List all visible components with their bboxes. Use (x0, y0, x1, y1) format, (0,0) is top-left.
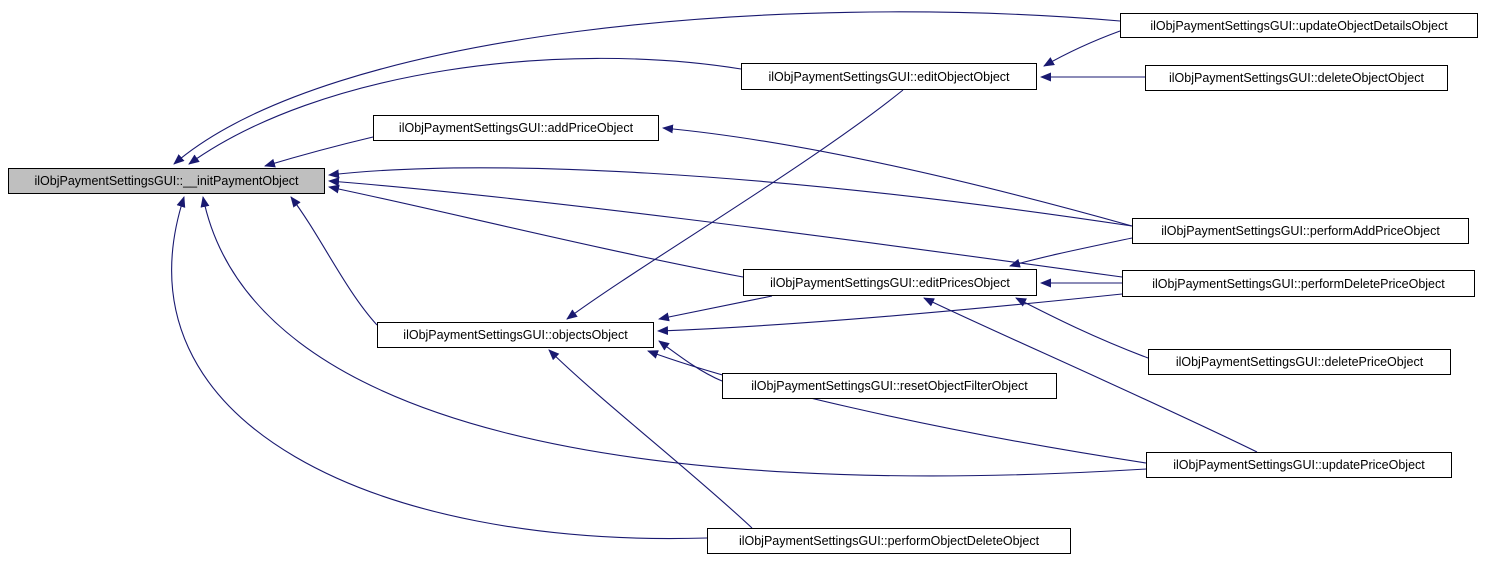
graph-node-performAddPriceObject[interactable]: ilObjPaymentSettingsGUI::performAddPrice… (1132, 218, 1469, 244)
call-edge-performDeletePriceObject-to-initPaymentObject (328, 177, 1123, 278)
call-edge-performAddPriceObject-to-editPricesObject (1009, 237, 1133, 268)
graph-node-initPaymentObject[interactable]: ilObjPaymentSettingsGUI::__initPaymentOb… (8, 168, 325, 194)
call-edge-updatePriceObject-to-editPricesObject (923, 297, 1258, 453)
call-edge-updateObjectDetailsObject-to-editObjectObject (1043, 30, 1121, 67)
graph-node-updatePriceObject[interactable]: ilObjPaymentSettingsGUI::updatePriceObje… (1146, 452, 1452, 478)
graph-node-resetObjectFilterObject[interactable]: ilObjPaymentSettingsGUI::resetObjectFilt… (722, 373, 1057, 399)
call-edge-resetObjectFilterObject-to-objectsObject (658, 340, 723, 382)
call-edge-performAddPriceObject-to-addPriceObject (662, 124, 1133, 227)
graph-node-deleteObjectObject[interactable]: ilObjPaymentSettingsGUI::deleteObjectObj… (1145, 65, 1448, 91)
call-edge-updatePriceObject-to-initPaymentObject (200, 196, 1147, 477)
graph-node-performObjectDeleteObject[interactable]: ilObjPaymentSettingsGUI::performObjectDe… (707, 528, 1071, 554)
call-edge-deletePriceObject-to-editPricesObject (1015, 297, 1149, 359)
call-edge-addPriceObject-to-initPaymentObject (264, 136, 374, 168)
graph-node-updateObjectDetailsObject[interactable]: ilObjPaymentSettingsGUI::updateObjectDet… (1120, 13, 1478, 38)
call-edge-performObjectDeleteObject-to-objectsObject (548, 349, 753, 529)
graph-node-editObjectObject[interactable]: ilObjPaymentSettingsGUI::editObjectObjec… (741, 63, 1037, 90)
call-edge-editObjectObject-to-initPaymentObject (188, 57, 742, 165)
graph-node-performDeletePriceObject[interactable]: ilObjPaymentSettingsGUI::performDeletePr… (1122, 270, 1475, 297)
call-edge-editPricesObject-to-objectsObject (658, 295, 773, 322)
graph-node-addPriceObject[interactable]: ilObjPaymentSettingsGUI::addPriceObject (373, 115, 659, 141)
call-edge-updateObjectDetailsObject-to-initPaymentObject (173, 11, 1121, 165)
graph-node-deletePriceObject[interactable]: ilObjPaymentSettingsGUI::deletePriceObje… (1148, 349, 1451, 375)
graph-node-editPricesObject[interactable]: ilObjPaymentSettingsGUI::editPricesObjec… (743, 269, 1037, 296)
call-edge-performAddPriceObject-to-initPaymentObject (328, 167, 1133, 227)
call-edge-editObjectObject-to-objectsObject (566, 89, 904, 320)
call-edge-performDeletePriceObject-to-objectsObject (657, 293, 1123, 336)
call-edge-objectsObject-to-initPaymentObject (290, 196, 378, 326)
call-edge-editPricesObject-to-initPaymentObject (328, 184, 744, 278)
call-edge-updatePriceObject-to-objectsObject (647, 350, 1147, 464)
graph-node-objectsObject[interactable]: ilObjPaymentSettingsGUI::objectsObject (377, 322, 654, 348)
call-edge-performObjectDeleteObject-to-initPaymentObject (171, 196, 708, 540)
